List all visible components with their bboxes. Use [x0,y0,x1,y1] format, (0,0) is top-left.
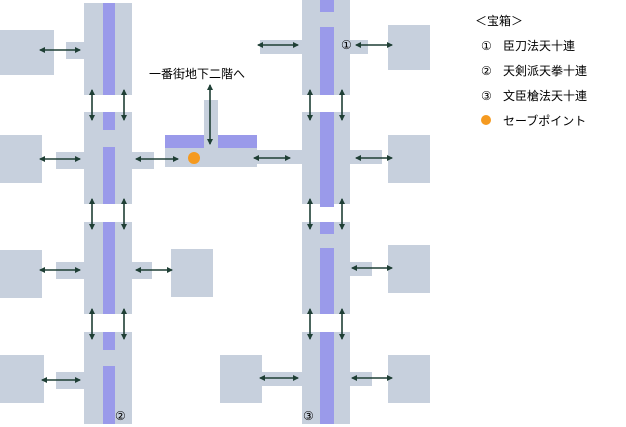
corridor-strip [320,0,334,12]
legend-text: 文臣槍法天十連 [503,89,588,103]
legend-mark: ① [481,38,492,53]
floor-tile [220,355,262,403]
floor-tile [350,40,368,54]
treasure-marker-3[interactable]: ③ [303,409,314,423]
corridor-strip [103,147,115,204]
floor-tile [0,135,42,183]
floor-tiles [0,0,430,424]
floor-tile [350,372,372,386]
legend-item: ③ 文臣槍法天十連 [481,88,588,104]
corridor-strip [320,112,334,207]
floor-tile [350,262,372,276]
floor-tile [388,355,430,403]
floor-tile [204,100,218,135]
floor-tile [0,355,44,403]
legend-mark: ③ [481,88,492,103]
floor-tile [388,25,430,70]
floor-tile [388,135,430,183]
legend-save-text: セーブポイント [503,114,587,128]
corridor-strip [103,3,115,95]
stair-destination-label: 一番街地下二階へ [149,67,246,81]
corridor-strip [103,332,115,350]
floor-tile [260,372,302,386]
floor-tile [260,40,302,54]
legend-item: ① 臣刀法天十連 [481,38,587,54]
treasure-legend: ＜宝箱＞ ① 臣刀法天十連 ② 天剣派天拳十連 ③ 文臣槍法天十連 セーブポイン… [475,12,588,138]
save-point-icon [481,114,491,125]
floor-tile [388,245,430,293]
corridor-strip [320,27,334,95]
corridor-strip [103,112,115,130]
floor-tile [0,30,54,75]
legend-item: ② 天剣派天拳十連 [481,63,588,79]
floor-tile [171,249,213,297]
passage-arrows [39,42,393,383]
legend-mark: ② [481,63,492,78]
corridor-strip [320,248,334,314]
corridor-strip [218,135,257,148]
corridor-strip [320,332,334,424]
save-point-marker[interactable] [188,152,200,164]
treasure-marker-1[interactable]: ① [341,38,352,52]
floor-tile [56,152,84,169]
corridor-strip [320,222,334,234]
corridor-strip [103,222,115,314]
treasure-marker-2[interactable]: ② [115,409,126,423]
floor-tile [132,152,154,169]
legend-text: 天剣派天拳十連 [503,64,588,78]
legend-text: 臣刀法天十連 [503,39,576,53]
corridor-strip [165,135,204,148]
legend-title: ＜宝箱＞ [475,14,524,28]
corridors [103,0,334,424]
corridor-strip [103,366,115,424]
legend-item-save: セーブポイント [481,113,587,128]
floor-tile [0,250,42,298]
floor-tile [250,150,302,164]
floor-tile [350,150,382,164]
